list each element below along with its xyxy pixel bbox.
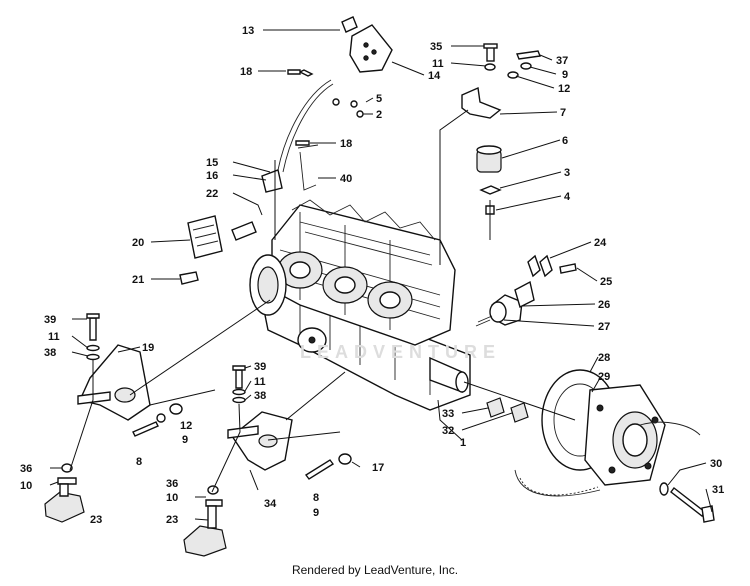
callout-11: 11 xyxy=(432,58,444,70)
render-credit: Rendered by LeadVenture, Inc. xyxy=(291,563,459,577)
callout-2: 2 xyxy=(376,109,382,121)
top-hose-assembly xyxy=(261,16,393,193)
callout-23-b: 23 xyxy=(166,514,178,526)
callout-25: 25 xyxy=(600,276,612,288)
callout-26: 26 xyxy=(598,299,610,311)
callout-20: 20 xyxy=(132,237,144,249)
callout-31: 31 xyxy=(712,484,724,496)
callout-21: 21 xyxy=(132,274,144,286)
center-engine-mount xyxy=(183,365,352,557)
callout-9-c: 9 xyxy=(313,507,319,519)
callout-27: 27 xyxy=(598,321,610,333)
callout-32: 32 xyxy=(442,425,454,437)
callout-13: 13 xyxy=(242,25,254,37)
callout-4: 4 xyxy=(564,191,571,203)
left-engine-mount xyxy=(44,313,183,523)
decal-parts xyxy=(179,215,257,285)
callout-12-b: 12 xyxy=(180,420,192,432)
callout-9-b: 9 xyxy=(182,434,188,446)
callout-24: 24 xyxy=(594,237,607,249)
callout-34: 34 xyxy=(264,498,277,510)
callout-37: 37 xyxy=(556,55,568,67)
callout-numbers: 13 14 35 11 37 9 12 18 5 2 7 18 6 15 16 … xyxy=(20,25,724,526)
callout-10: 10 xyxy=(20,480,32,492)
callout-38-b: 38 xyxy=(254,390,266,402)
callout-6: 6 xyxy=(562,135,568,147)
callout-1: 1 xyxy=(460,437,466,449)
callout-16: 16 xyxy=(206,170,218,182)
callout-39-b: 39 xyxy=(254,361,266,373)
callout-3: 3 xyxy=(564,167,570,179)
callout-28: 28 xyxy=(598,352,610,364)
engine-assembly: LEADVENTURE xyxy=(249,199,501,411)
callout-19: 19 xyxy=(142,342,154,354)
callout-40: 40 xyxy=(340,173,352,185)
callout-23: 23 xyxy=(90,514,102,526)
svg-text:LEADVENTURE: LEADVENTURE xyxy=(300,342,501,362)
leader-lines xyxy=(49,29,713,521)
callout-29: 29 xyxy=(598,371,610,383)
callout-8: 8 xyxy=(136,456,142,468)
callout-8-b: 8 xyxy=(313,492,319,504)
callout-18-b: 18 xyxy=(340,138,352,150)
callout-17: 17 xyxy=(372,462,384,474)
callout-18: 18 xyxy=(240,66,252,78)
callout-9: 9 xyxy=(562,69,568,81)
callout-11-c: 11 xyxy=(254,376,266,388)
callout-5: 5 xyxy=(376,93,382,105)
callout-39: 39 xyxy=(44,314,56,326)
callout-33: 33 xyxy=(442,408,454,420)
callout-7: 7 xyxy=(560,107,566,119)
callout-10-b: 10 xyxy=(166,492,178,504)
callout-14: 14 xyxy=(428,70,441,82)
drive-clutch xyxy=(486,369,715,523)
callout-38: 38 xyxy=(44,347,56,359)
top-right-mount xyxy=(461,43,541,215)
callout-15: 15 xyxy=(206,157,218,169)
callout-35: 35 xyxy=(430,41,442,53)
callout-12: 12 xyxy=(558,83,570,95)
right-clutch-parts xyxy=(475,254,577,327)
callout-22: 22 xyxy=(206,188,218,200)
callout-11-b: 11 xyxy=(48,331,60,343)
callout-30: 30 xyxy=(710,458,722,470)
callout-36-b: 36 xyxy=(166,478,178,490)
callout-36: 36 xyxy=(20,463,32,475)
